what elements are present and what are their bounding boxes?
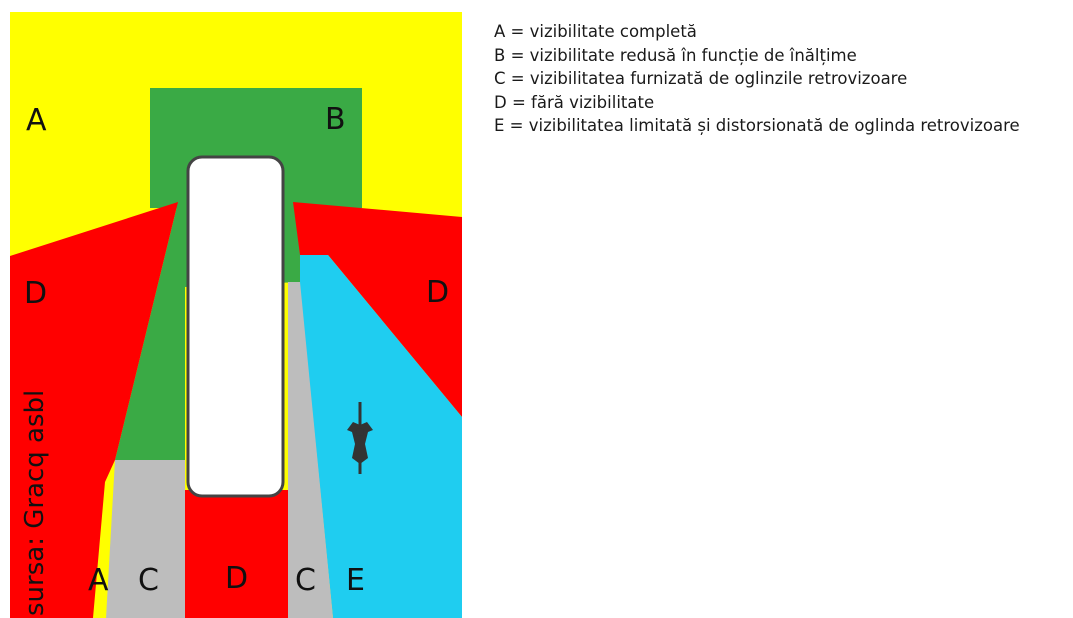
blind-spot-zones-svg: A B D D A C D C E sursa: Gracq asbl bbox=[10, 12, 462, 618]
zone-label-b-top: B bbox=[325, 102, 346, 137]
zone-d-left bbox=[10, 202, 178, 618]
zone-d-right bbox=[293, 202, 462, 417]
legend-item-c: C = vizibilitatea furnizată de oglinzile… bbox=[494, 69, 908, 88]
zone-label-d-left: D bbox=[24, 276, 47, 311]
legend-item-b: B = vizibilitate redusă în funcție de în… bbox=[494, 45, 857, 65]
zone-label-a-top: A bbox=[26, 103, 47, 138]
zone-label-a-bottom: A bbox=[88, 563, 109, 598]
zone-label-c-right: C bbox=[295, 563, 316, 598]
vehicle-top-view-icon bbox=[186, 155, 285, 498]
legend: A = vizibilitate completă B = vizibilita… bbox=[494, 20, 1020, 138]
legend-item-d: D = fără vizibilitate bbox=[494, 92, 655, 112]
zone-label-c-left: C bbox=[138, 563, 159, 598]
source-credit: sursa: Gracq asbl bbox=[20, 390, 50, 616]
zone-d-bottom bbox=[185, 490, 288, 618]
zone-label-e-bottom: E bbox=[346, 563, 365, 598]
zone-label-d-bottom: D bbox=[225, 561, 248, 596]
legend-item-e: E = vizibilitatea limitată și distorsion… bbox=[494, 116, 1020, 135]
zone-c-left bbox=[106, 460, 185, 618]
zone-e-cyan bbox=[300, 255, 462, 618]
legend-item-a: A = vizibilitate completă bbox=[494, 22, 697, 41]
zone-c-right bbox=[288, 282, 333, 618]
cyclist-icon bbox=[347, 402, 373, 474]
blind-spot-diagram: A B D D A C D C E sursa: Gracq asbl bbox=[10, 12, 462, 618]
zone-label-d-right: D bbox=[426, 275, 449, 310]
